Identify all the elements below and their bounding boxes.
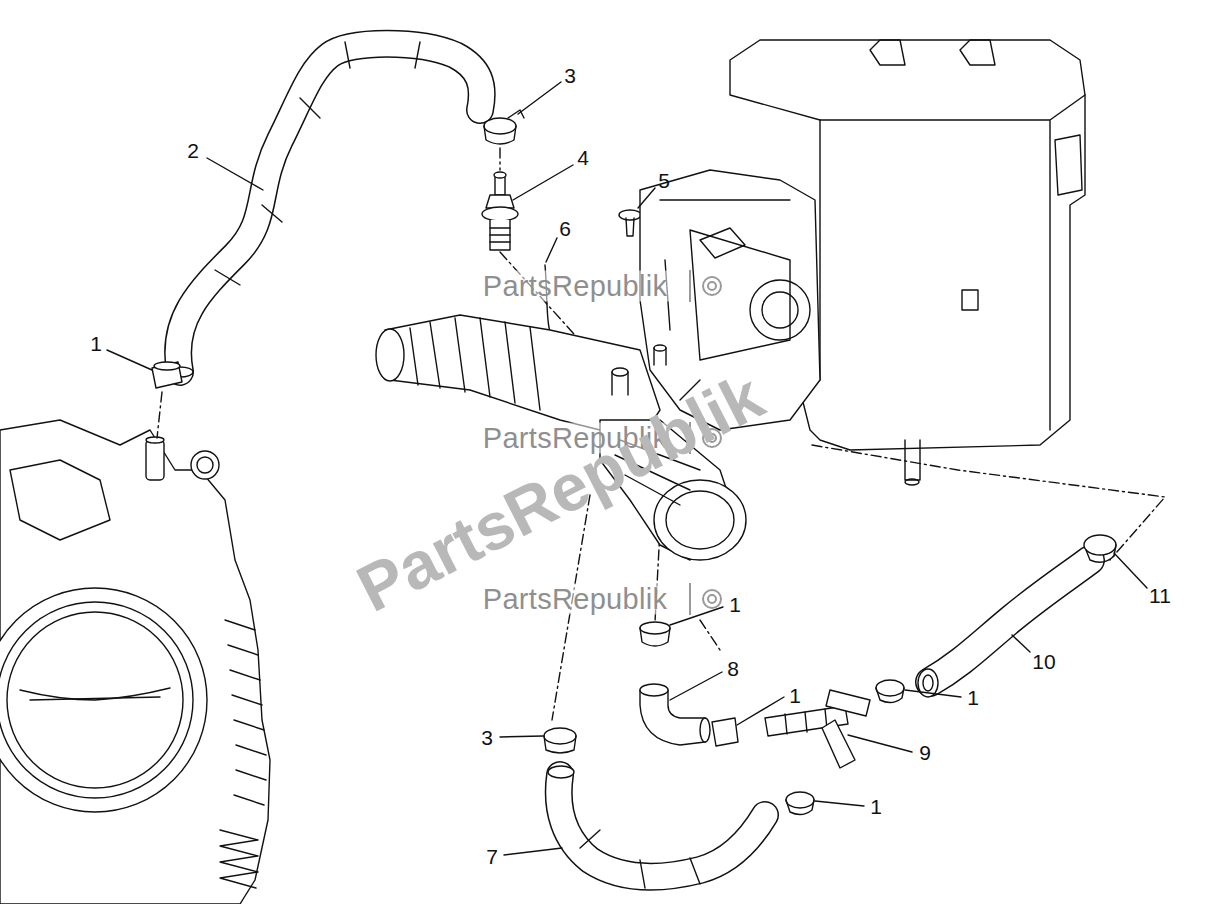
callout-number: 3	[564, 65, 576, 86]
callout-number: 1	[967, 687, 979, 708]
callout-number: 1	[870, 796, 882, 817]
watermark: PartsRepublik	[480, 271, 670, 302]
callout-number: 1	[789, 685, 801, 706]
callout-number: 7	[486, 846, 498, 867]
callout-number: 9	[919, 742, 931, 763]
callout-number: 10	[1032, 651, 1055, 672]
callout-number: 1	[729, 594, 741, 615]
callout-number: 4	[577, 147, 589, 168]
callout-number: 6	[559, 218, 571, 239]
callout-number: 3	[481, 727, 493, 748]
callout-number: 8	[727, 658, 739, 679]
callout-number: 1	[90, 333, 102, 354]
watermark: PartsRepublik	[480, 584, 670, 615]
callout-number: 5	[658, 170, 670, 191]
callout-number: 2	[187, 140, 199, 161]
callout-number: 11	[1149, 585, 1171, 606]
